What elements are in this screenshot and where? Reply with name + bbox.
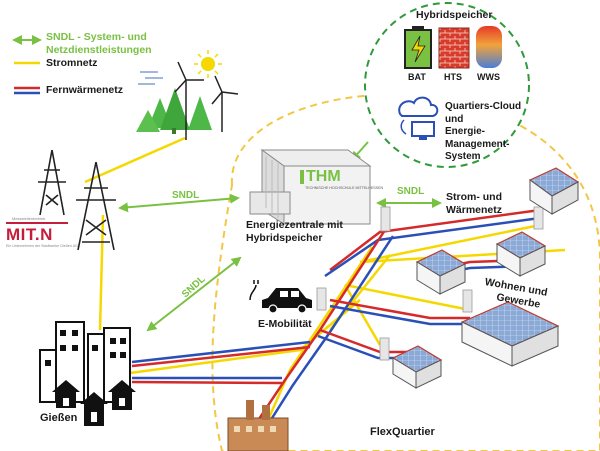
storage-title: Hybridspeicher bbox=[416, 9, 493, 21]
distribution-cabinets bbox=[316, 206, 544, 361]
sndl-label-right: SNDL bbox=[397, 186, 425, 197]
electric-car-icon bbox=[249, 280, 312, 314]
plant-label: Energiezentrale mit Hybridspeicher bbox=[246, 219, 343, 245]
quarter-boundary bbox=[211, 93, 600, 451]
pv-house-1 bbox=[528, 167, 580, 215]
house-icons bbox=[52, 380, 136, 426]
pv-house-4 bbox=[391, 345, 443, 389]
battery-icon bbox=[404, 26, 432, 69]
plant-label-line1: Energiezentrale mit bbox=[246, 219, 343, 231]
power-tower-icon bbox=[38, 149, 116, 251]
hot-water-tank-icon bbox=[476, 26, 502, 68]
city-label: Gießen bbox=[40, 412, 78, 424]
mitn-logo-icon bbox=[6, 222, 68, 224]
area-label: FlexQuartier bbox=[370, 426, 435, 438]
storage-label-wws: WWS bbox=[477, 72, 500, 82]
mitn-brand: MIT.N bbox=[6, 225, 53, 244]
cloud-computer-icon bbox=[398, 96, 439, 140]
cloud-line5: System bbox=[445, 151, 481, 162]
pv-house-2 bbox=[495, 231, 547, 277]
legend-stromnetz: Stromnetz bbox=[46, 57, 98, 69]
mitn-subtitle: Ein Unternehmen der Stadtwerke Gießen AG bbox=[6, 244, 78, 248]
energy-plant-icon bbox=[249, 149, 372, 225]
emobility-label: E-Mobilität bbox=[258, 318, 312, 330]
sun-icon bbox=[194, 50, 222, 78]
grid-label-line2: Wärmenetz bbox=[446, 204, 503, 216]
brick-heat-storage-icon bbox=[438, 27, 470, 69]
cloud-line2: und bbox=[445, 113, 464, 125]
cloud-line3: Energie- bbox=[445, 126, 486, 137]
legend-sndl: SNDL - System- und Netzdienstleistungen bbox=[46, 31, 152, 57]
storage-label-bat: BAT bbox=[408, 72, 426, 82]
grid-label: Strom- und Wärmenetz bbox=[446, 191, 502, 217]
thm-logo: THM bbox=[306, 168, 341, 185]
legend-sndl-line2: Netzdienstleistungen bbox=[46, 44, 152, 56]
forest-icon bbox=[136, 88, 212, 134]
factory-icon bbox=[227, 400, 289, 451]
thm-logo-subtitle: TECHNISCHE HOCHSCHULE MITTELHESSEN bbox=[305, 186, 384, 190]
cloud-label: Quartiers-Cloud und Energie- Management-… bbox=[445, 101, 521, 164]
mitn-top: Messstellenbetrieb bbox=[12, 216, 46, 221]
cloud-line4: Management- bbox=[445, 138, 510, 150]
wind-icon bbox=[138, 71, 163, 85]
plant-label-line2: Hybridspeicher bbox=[246, 232, 323, 244]
legend-sndl-line1: SNDL - System- und bbox=[46, 31, 147, 43]
pv-house-large bbox=[460, 301, 560, 367]
sndl-label-left: SNDL bbox=[172, 190, 200, 201]
legend-fernwaermenetz: Fernwärmenetz bbox=[46, 84, 124, 96]
grid-label-line1: Strom- und bbox=[446, 191, 502, 203]
cloud-line1: Quartiers-Cloud bbox=[445, 101, 522, 112]
sndl-arrows bbox=[118, 141, 442, 332]
pv-houses bbox=[391, 167, 580, 389]
pv-house-3 bbox=[415, 249, 467, 295]
storage-label-hts: HTS bbox=[444, 72, 462, 82]
wind-turbine-icon bbox=[174, 61, 239, 140]
